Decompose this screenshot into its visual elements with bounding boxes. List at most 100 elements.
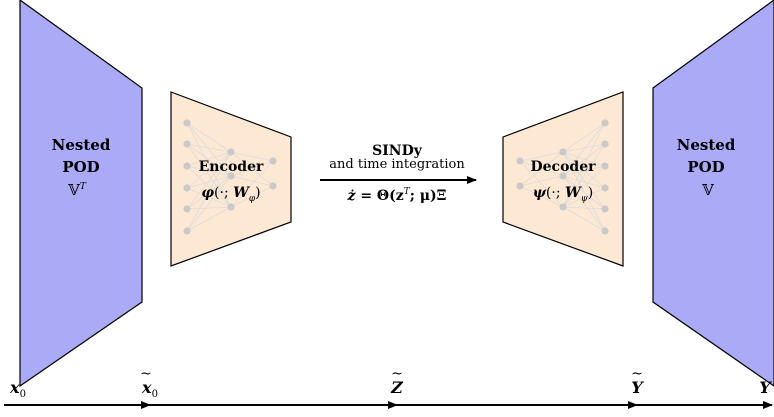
pod-left-shape xyxy=(19,0,143,388)
decoder-function: ψ(·; Wψ) xyxy=(533,185,594,204)
encoder-network-edge xyxy=(186,151,232,167)
decoder-network-edge xyxy=(562,143,606,177)
encoder-network-node xyxy=(183,119,191,127)
axis-label-2: x0 xyxy=(141,378,158,400)
encoder-network-edge xyxy=(186,175,232,210)
encoder-title: Encoder xyxy=(199,159,264,175)
pod-right-title-line1: Nested xyxy=(677,136,736,154)
decoder-network-edge xyxy=(519,160,564,208)
decoder-network-edge xyxy=(562,175,606,232)
encoder-network-edge xyxy=(186,151,232,210)
encoder-network-node xyxy=(269,157,277,165)
encoder-weight: W xyxy=(233,185,250,201)
encoder-network-edge xyxy=(230,151,274,162)
axis-label-1-base: x xyxy=(9,378,20,397)
decoder-network-edge xyxy=(562,143,606,153)
decoder-network-node xyxy=(559,148,567,156)
sindy-eq-rhs: = Θ(z xyxy=(355,188,403,204)
encoder-network-node xyxy=(227,172,235,180)
decoder-network-edge xyxy=(562,122,606,153)
encoder-network-edge xyxy=(186,143,232,153)
decoder-network-edge xyxy=(562,206,606,232)
axis-label-2-base: x xyxy=(141,378,152,397)
encoder-weight-sub: φ xyxy=(249,194,256,204)
encoder-network-edge xyxy=(186,165,232,177)
encoder-block: Encoder φ(·; Wφ) xyxy=(170,91,292,267)
encoder-network-node xyxy=(183,162,191,170)
decoder-network-node xyxy=(601,140,609,148)
decoder-network-node xyxy=(516,182,524,190)
encoder-network-graphic xyxy=(183,119,277,235)
decoder-block: Decoder ψ(·; Wψ) xyxy=(502,91,624,267)
sindy-equation: ż = Θ(zT; μ)Ξ xyxy=(347,187,447,204)
encoder-network-edge xyxy=(230,151,274,187)
pod-left-title-line2: POD xyxy=(62,158,99,176)
decoder-network-edge xyxy=(562,151,606,167)
decoder-func-args: (·; xyxy=(546,185,565,201)
decoder-network-edge xyxy=(562,187,606,208)
encoder-func-args: (·; xyxy=(214,185,233,201)
axis-label-3: Z xyxy=(390,378,404,397)
sindy-block: SINDy and time integration ż = Θ(zT; μ)Ξ xyxy=(320,143,477,204)
decoder-func-symbol: ψ xyxy=(533,185,547,201)
encoder-network-edge xyxy=(186,151,232,189)
axis-label-5: Y xyxy=(759,378,772,397)
decoder-weight: W xyxy=(565,185,582,201)
encoder-network-edge xyxy=(186,165,232,208)
decoder-network-node xyxy=(601,162,609,170)
encoder-network-node xyxy=(183,227,191,235)
axis-label-2-sub: 0 xyxy=(152,389,158,400)
decoder-weight-sub: ψ xyxy=(581,194,589,204)
encoder-network-node xyxy=(183,184,191,192)
sindy-eq-lhs: ż xyxy=(347,188,357,204)
decoder-network-edge xyxy=(562,175,606,210)
encoder-network-node xyxy=(183,205,191,213)
encoder-close: ) xyxy=(255,185,260,201)
pod-left-symbol: 𝕍T xyxy=(67,181,87,199)
encoder-network-node xyxy=(183,140,191,148)
pod-left-symbol-base: 𝕍 xyxy=(67,181,80,199)
axis-label-3-base: Z xyxy=(390,378,404,397)
encoder-network-edge xyxy=(230,185,274,208)
decoder-network-edge xyxy=(562,151,606,232)
encoder-network-edge xyxy=(186,122,232,153)
sindy-subtitle: and time integration xyxy=(329,157,465,172)
pod-right-shape xyxy=(652,0,774,387)
encoder-network-edge xyxy=(186,143,232,177)
encoder-network-edge xyxy=(186,175,232,189)
nested-pod-left: Nested POD 𝕍T xyxy=(19,0,143,388)
decoder-network-node xyxy=(601,184,609,192)
encoder-function: φ(·; Wφ) xyxy=(201,185,260,204)
axis-label-1-sub: 0 xyxy=(20,389,26,400)
encoder-network-edge xyxy=(230,160,274,208)
decoder-network-edge xyxy=(562,165,606,177)
decoder-network-edge xyxy=(519,151,564,187)
decoder-network-edge xyxy=(562,175,606,189)
decoder-close: ) xyxy=(588,185,593,201)
decoder-network-edge xyxy=(562,151,606,210)
decoder-network-edge xyxy=(562,122,606,208)
encoder-network-node xyxy=(269,182,277,190)
encoder-network-edge xyxy=(186,206,232,232)
encoder-network-edge xyxy=(186,143,232,208)
encoder-network-edge xyxy=(230,175,274,187)
sindy-eq-sup: T xyxy=(404,187,411,197)
decoder-network-edge xyxy=(519,151,564,162)
decoder-network-edge xyxy=(519,175,564,187)
decoder-network-graphic xyxy=(516,119,609,235)
decoder-network-edge xyxy=(562,122,606,177)
encoder-network-edge xyxy=(186,122,232,177)
axis-label-4-tilde: ~ xyxy=(631,366,643,382)
decoder-network-node xyxy=(559,172,567,180)
decoder-network-edge xyxy=(562,143,606,208)
decoder-network-node xyxy=(601,119,609,127)
encoder-network-edge xyxy=(186,151,232,232)
decoder-title: Decoder xyxy=(531,159,597,175)
encoder-network-edge xyxy=(186,206,232,210)
encoder-network-node xyxy=(227,148,235,156)
decoder-network-node xyxy=(601,227,609,235)
decoder-network-node xyxy=(559,203,567,211)
